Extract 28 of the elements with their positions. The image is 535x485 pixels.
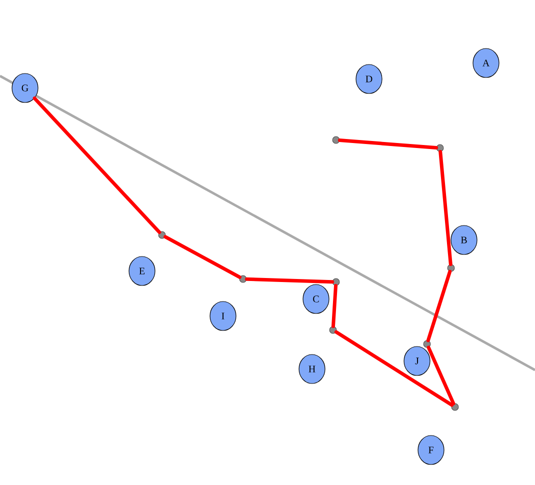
path-segment (338, 138, 438, 150)
point-label: C (302, 284, 330, 314)
point-label: H (298, 354, 326, 384)
point-label: E (128, 256, 156, 286)
path-segment (332, 284, 338, 328)
point-label: B (450, 225, 478, 255)
vertex-dot (451, 403, 459, 411)
point-label: D (356, 64, 382, 94)
path-segment (426, 346, 456, 406)
vertex-dot (436, 144, 444, 152)
point-label: G (12, 73, 38, 103)
vertex-dot (447, 264, 455, 272)
path-segment (334, 330, 454, 407)
path-segment (438, 150, 452, 266)
vertex-dot (158, 231, 166, 239)
point-label: A (472, 48, 500, 78)
path-segment (164, 235, 242, 279)
vertex-dot (332, 136, 340, 144)
point-label: J (404, 346, 430, 376)
path-segment (426, 270, 452, 342)
vertex-dot (332, 278, 340, 286)
path-segment (32, 96, 162, 234)
point-label: I (210, 301, 236, 331)
vertex-dot (239, 275, 247, 283)
vertex-dot (423, 340, 431, 348)
path-segment (245, 277, 334, 284)
point-label: F (418, 435, 444, 465)
vertex-dot (329, 326, 337, 334)
